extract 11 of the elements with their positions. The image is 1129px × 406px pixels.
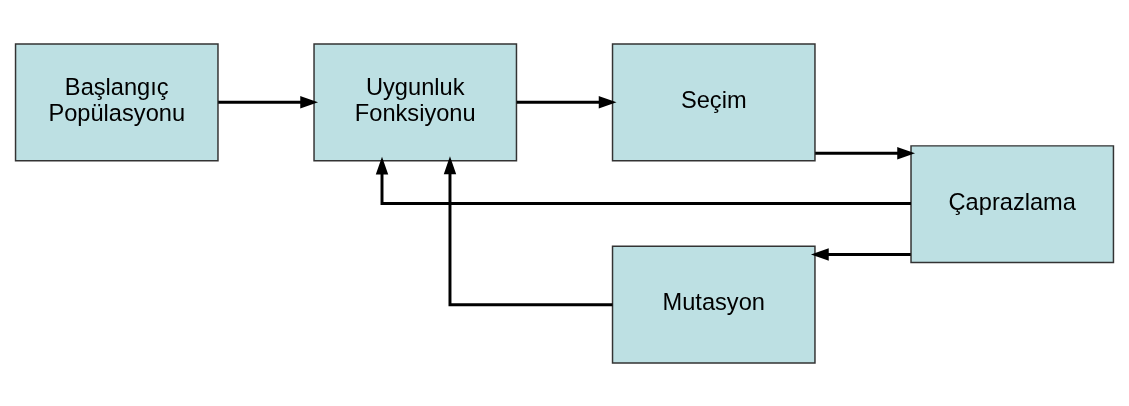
node-box: Mutasyon [611,245,816,364]
arrow [810,247,911,261]
arrow [516,95,617,108]
node-box: Çaprazlama [910,144,1115,263]
arrow [218,95,319,108]
arrow [815,146,915,159]
node-box: Başlangıç Popülasyonu [14,42,219,161]
node-box: Seçim [611,42,816,161]
arrow [443,155,613,306]
node-box: Uygunluk Fonksiyonu [313,42,518,161]
arrow [375,156,911,205]
